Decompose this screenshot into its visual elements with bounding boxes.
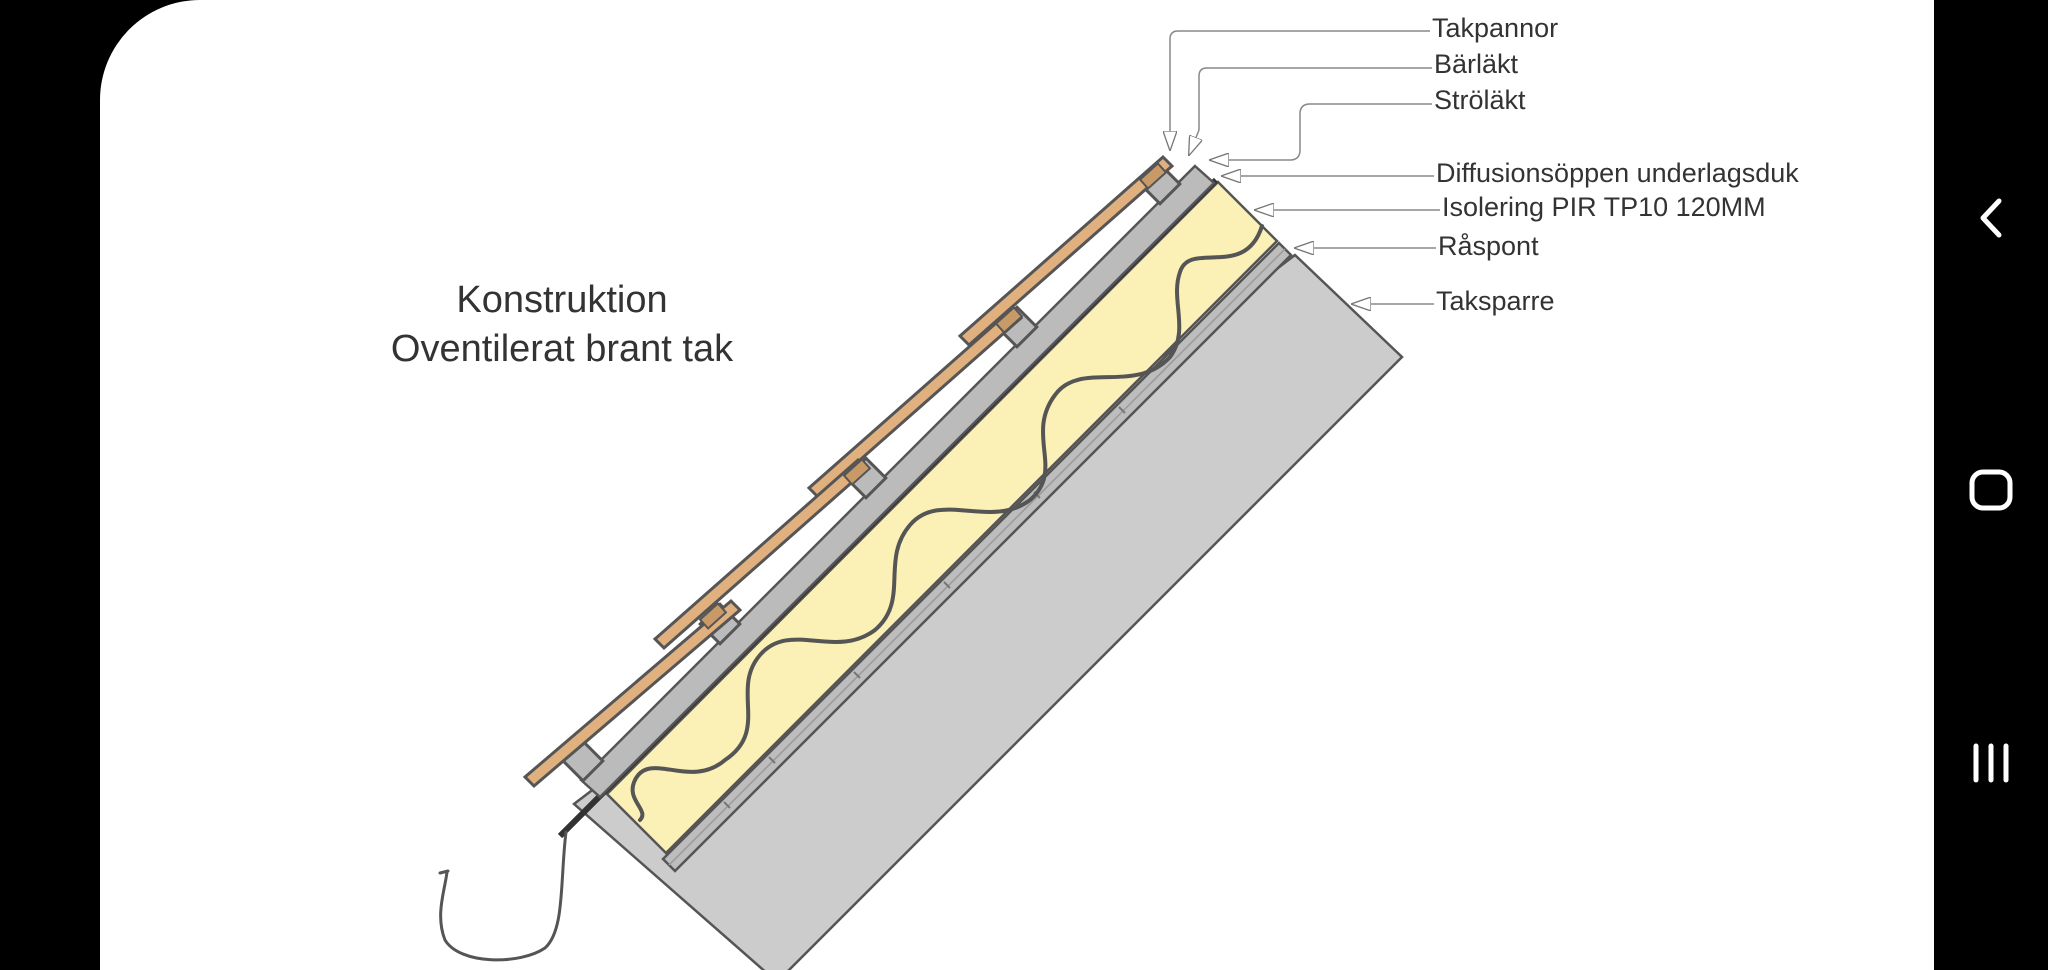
chevron-left-icon xyxy=(1980,198,2002,238)
label-barlakt: Bärläkt xyxy=(1434,49,1519,79)
leader-lines xyxy=(1170,30,1440,304)
diagram-title-line1: Konstruktion xyxy=(456,279,667,321)
label-diffusion: Diffusionsöppen underlagsduk xyxy=(1436,158,1799,188)
label-isolering: Isolering PIR TP10 120MM xyxy=(1442,192,1766,222)
roof-tiles xyxy=(522,154,1175,789)
home-button[interactable] xyxy=(1934,435,2048,545)
recents-button[interactable] xyxy=(1934,708,2048,818)
leader-takpannor xyxy=(1170,30,1430,150)
android-nav-bar xyxy=(1934,0,2048,970)
label-raspont: Råspont xyxy=(1438,231,1539,261)
rounded-square-icon xyxy=(1969,469,2013,511)
diagram-title-line2: Oventilerat brant tak xyxy=(391,328,734,370)
insulation-pir xyxy=(605,180,1279,855)
insulation-wave xyxy=(630,224,1264,822)
label-strolakt: Ströläkt xyxy=(1434,85,1526,115)
counter-batten xyxy=(579,164,1216,799)
back-button[interactable] xyxy=(1934,163,2048,273)
leader-barlakt xyxy=(1189,67,1432,155)
leader-strolakt xyxy=(1210,103,1432,160)
label-takpannor: Takpannor xyxy=(1432,13,1558,43)
drip-edge-line xyxy=(438,830,568,962)
three-bars-icon xyxy=(1973,743,2009,783)
raspont-joints xyxy=(723,406,1126,809)
label-taksparre: Taksparre xyxy=(1436,286,1555,316)
tile-overlaps xyxy=(698,162,1168,630)
